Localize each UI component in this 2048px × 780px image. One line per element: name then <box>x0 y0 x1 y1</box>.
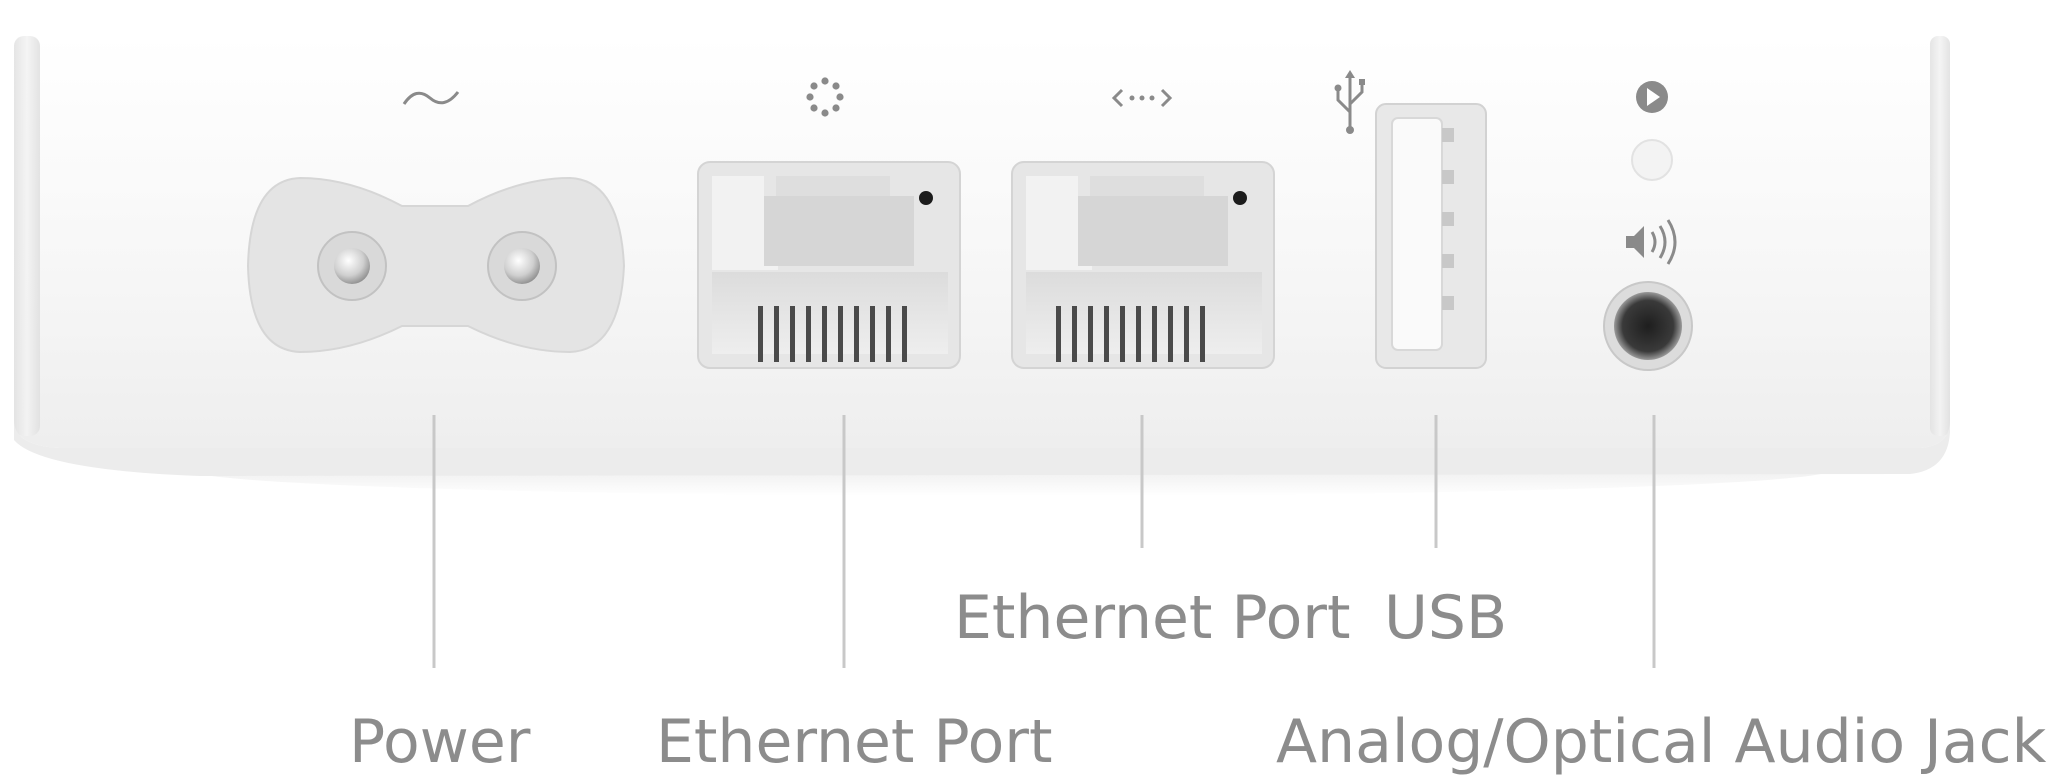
usb-port <box>1375 103 1487 369</box>
ac-wave-icon <box>402 91 460 105</box>
label-ethernet-port-2: Ethernet Port <box>954 583 1351 653</box>
usb-trident-icon <box>1334 70 1365 134</box>
ethernet-port-1 <box>697 161 961 369</box>
ethernet-contacts-1 <box>758 306 907 362</box>
status-light <box>1631 139 1673 181</box>
label-usb: USB <box>1384 583 1508 653</box>
label-audio-jack: Analog/Optical Audio Jack <box>1276 707 2047 777</box>
label-ethernet-port-1: Ethernet Port <box>656 707 1053 777</box>
speaker-waves-icon <box>1626 219 1677 265</box>
leader-lines <box>432 415 1656 668</box>
play-circle-icon <box>1636 81 1668 113</box>
ethernet-contacts-2 <box>1056 306 1205 362</box>
ethernet-port-2 <box>1011 161 1275 369</box>
power-socket <box>246 176 626 354</box>
label-power: Power <box>349 707 531 777</box>
arrows-dots-icon <box>1111 88 1173 108</box>
dotted-circle-icon <box>806 77 844 117</box>
audio-jack <box>1603 281 1693 371</box>
